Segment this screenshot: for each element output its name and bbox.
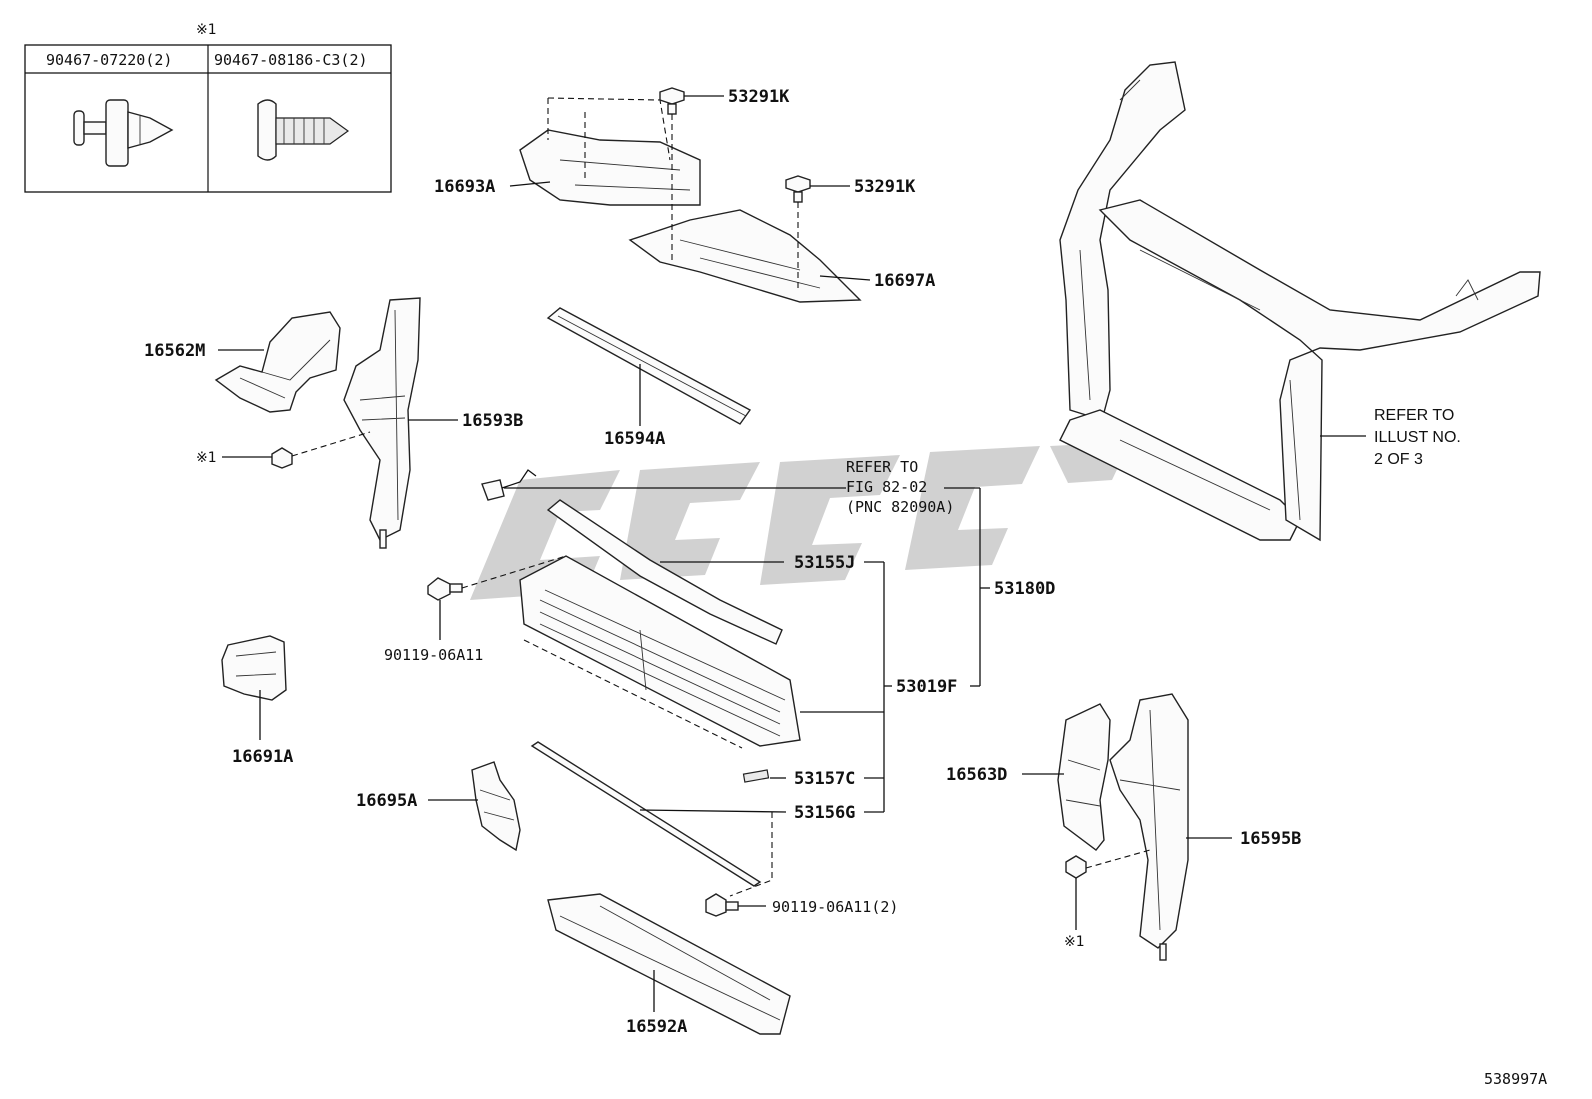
table-mark: ※1 <box>196 22 217 38</box>
bracket-16691A <box>221 635 287 701</box>
bolt-90119-06A11-2 <box>705 893 739 917</box>
seal-53155J <box>546 499 783 645</box>
christmas-tree-clip-icon <box>257 99 350 161</box>
seal-16593B <box>343 297 421 549</box>
shutter-53019F <box>519 555 801 749</box>
refer-fig-line1: REFER TO <box>846 458 918 476</box>
duct-16562M <box>214 311 341 413</box>
label-53157C: 53157C <box>794 769 855 789</box>
label-53155J: 53155J <box>794 553 855 573</box>
label-53156G: 53156G <box>794 803 855 823</box>
bracket-16695A <box>471 761 521 852</box>
label-53291K-mid: 53291K <box>854 177 916 197</box>
label-16594A: 16594A <box>604 429 665 449</box>
label-16595B: 16595B <box>1240 829 1301 849</box>
fastener-table: ※1 90467-07220(2) 90467-08186-C3(2) <box>24 22 392 193</box>
seal-16595B <box>1109 693 1189 961</box>
refer-illust-line2: ILLUST NO. <box>1374 429 1461 446</box>
label-90119-06A11-2: 90119-06A11(2) <box>772 898 898 916</box>
bolt-90119-06A11 <box>427 555 567 601</box>
refer-illust-line1: REFER TO <box>1374 407 1454 424</box>
table-col2-partno: 90467-08186-C3(2) <box>214 51 368 69</box>
clip-53291K-top <box>659 87 685 260</box>
refer-fig-line2: FIG 82-02 <box>846 478 927 496</box>
label-16563D: 16563D <box>946 765 1007 785</box>
strip-53156G <box>530 741 773 897</box>
wire-harness <box>481 469 537 501</box>
label-16592A: 16592A <box>626 1017 687 1037</box>
label-mark-left: ※1 <box>196 450 217 466</box>
refer-illust-line3: 2 OF 3 <box>1374 451 1423 468</box>
label-16695A: 16695A <box>356 791 417 811</box>
label-90119-06A11: 90119-06A11 <box>384 646 483 664</box>
part-labels: 53291K 53291K 16693A 16697A 16562M 16593… <box>144 87 1547 1088</box>
bar-16594A <box>546 307 752 425</box>
label-53019F: 53019F <box>896 677 957 697</box>
refer-fig-line3: (PNC 82090A) <box>846 498 954 516</box>
seal-53157C <box>742 769 770 783</box>
label-16691A: 16691A <box>232 747 293 767</box>
diagram-id: 538997A <box>1484 1070 1547 1088</box>
label-53180D: 53180D <box>994 579 1055 599</box>
label-16562M: 16562M <box>144 341 205 361</box>
push-clip-icon <box>73 99 174 167</box>
label-16697A: 16697A <box>874 271 935 291</box>
label-mark-right: ※1 <box>1064 934 1085 950</box>
bolt-right-mark1 <box>1065 849 1151 879</box>
table-col1-partno: 90467-07220(2) <box>46 51 172 69</box>
duct-16563D <box>1057 703 1111 851</box>
bolt-left-mark1 <box>271 431 371 469</box>
radiator-support <box>1059 61 1541 542</box>
clip-53291K-mid <box>785 175 811 290</box>
guide-16592A <box>547 893 791 1035</box>
cover-16697A <box>628 209 862 303</box>
label-16593B: 16593B <box>462 411 523 431</box>
cover-16693A <box>519 97 701 206</box>
label-53291K-top: 53291K <box>728 87 790 107</box>
label-16693A: 16693A <box>434 177 495 197</box>
leader-lines <box>218 95 1366 1012</box>
